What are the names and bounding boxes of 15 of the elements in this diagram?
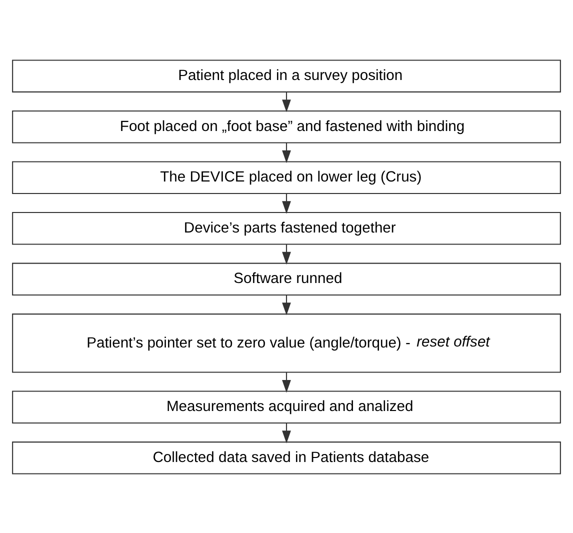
arrow bbox=[282, 294, 291, 315]
node-box: Patient’s pointer set to zero value (angle/torque) - reset offset bbox=[12, 313, 561, 372]
arrow bbox=[282, 193, 291, 214]
node-box: Measurements acquired and analized bbox=[12, 390, 561, 424]
arrow bbox=[282, 142, 291, 163]
arrow bbox=[282, 422, 291, 443]
node-box: The DEVICE placed on lower leg (Crus) bbox=[12, 160, 561, 194]
arrow bbox=[282, 244, 291, 264]
node-box: Software runned bbox=[12, 262, 561, 296]
node-box: Patient placed in a survey position bbox=[12, 59, 561, 92]
node-box: Foot placed on „foot base” and fastened with binding bbox=[12, 110, 561, 143]
arrow bbox=[282, 372, 291, 392]
node-box: Device’s parts fastened together bbox=[12, 212, 561, 244]
node-box: Collected data saved in Patients database bbox=[12, 441, 561, 474]
arrow bbox=[282, 92, 291, 112]
